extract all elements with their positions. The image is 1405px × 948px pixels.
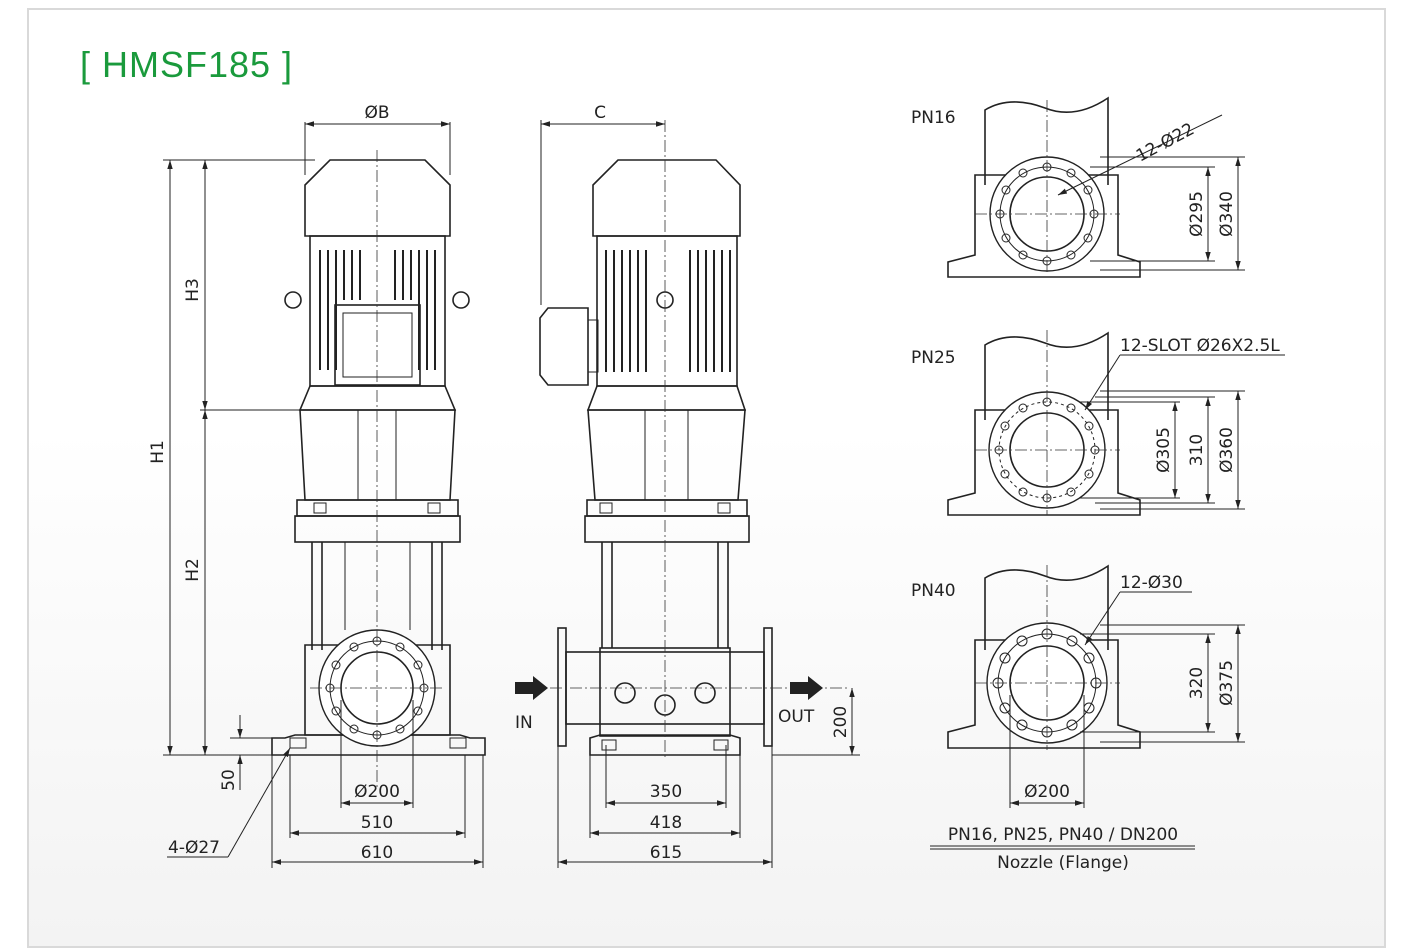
front-nozzle-bolt-holes	[325, 636, 429, 740]
side-motor-cooling-fins	[605, 250, 731, 372]
dim-base-height-label: 50	[219, 769, 239, 791]
dim-anchor-width-label: 510	[361, 813, 393, 833]
flange-pn25-outer: Ø360	[1217, 427, 1237, 473]
motor-cooling-fins	[319, 250, 436, 370]
front-view: ØB H1 H3 H2 50 4-Ø27 Ø200 510	[148, 103, 486, 868]
flange-caption: PN16, PN25, PN40 / DN200 Nozzle (Flange)	[930, 825, 1195, 873]
flange-detail-pn25: PN25 12-SLOT Ø26X2.5L Ø305 310 Ø360	[911, 330, 1285, 516]
flange-detail-pn16: PN16 12-Ø22 Ø295 Ø340	[911, 96, 1245, 278]
dim-base-width-label: 610	[361, 843, 393, 863]
dim-H1-label: H1	[148, 440, 168, 464]
flange-pn16-holes: 12-Ø22	[1133, 119, 1198, 166]
label-in: IN	[515, 713, 533, 733]
flange-bore-label: Ø200	[1024, 782, 1070, 802]
flange-pn25-holes: 12-SLOT Ø26X2.5L	[1120, 336, 1280, 356]
dim-bolt-holes-label: 4-Ø27	[168, 838, 220, 858]
dim-H2-label: H2	[183, 558, 203, 582]
dim-H3-label: H3	[183, 278, 203, 302]
flange-pn25-pcd: Ø305	[1154, 427, 1174, 473]
flange-pn40-name: PN40	[911, 581, 956, 601]
pn16-bolt-holes	[995, 162, 1099, 266]
flange-pn25-bolt: 310	[1187, 434, 1207, 466]
dim-nozzle-height-label: 200	[831, 706, 851, 738]
caption-line1: PN16, PN25, PN40 / DN200	[948, 825, 1178, 845]
caption-line2: Nozzle (Flange)	[997, 853, 1129, 873]
dim-C-label: C	[594, 103, 606, 123]
model-title: [ HMSF185 ]	[80, 44, 294, 85]
dim-350-label: 350	[650, 782, 682, 802]
drawing-frame	[27, 8, 1386, 948]
flange-pn40-outer: Ø375	[1217, 660, 1237, 706]
side-view: IN OUT C 200 350 418 615	[515, 103, 860, 868]
dim-B-label: ØB	[364, 103, 389, 123]
flange-detail-pn40: PN40 12-Ø30 320 Ø375 Ø200	[911, 564, 1245, 808]
flange-pn40-pcd: 320	[1187, 667, 1207, 699]
flange-pn25-name: PN25	[911, 348, 956, 368]
flange-pn40-holes: 12-Ø30	[1120, 573, 1183, 593]
flange-pn16-pcd: Ø295	[1187, 191, 1207, 237]
pn25-bolt-slots	[994, 397, 1100, 503]
label-out: OUT	[778, 707, 815, 727]
dim-nozzle-label: Ø200	[354, 782, 400, 802]
flange-pn16-outer: Ø340	[1217, 191, 1237, 237]
dim-418-label: 418	[650, 813, 682, 833]
flange-pn16-name: PN16	[911, 108, 956, 128]
dim-615-label: 615	[650, 843, 682, 863]
